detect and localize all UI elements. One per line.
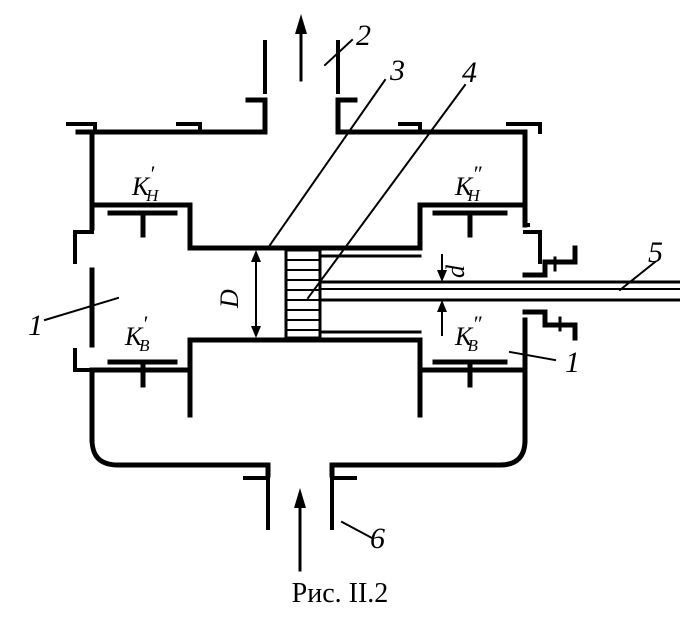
piston bbox=[284, 248, 322, 340]
cylinder bbox=[187, 245, 423, 343]
discharge-arrow-icon bbox=[295, 14, 307, 82]
valve-label-left-top: K′H bbox=[131, 161, 160, 205]
valve-label-right-bottom: K″B bbox=[454, 311, 482, 355]
figure-caption: Рис. II.2 bbox=[291, 578, 389, 609]
suction-arrow-icon bbox=[294, 488, 306, 572]
svg-text:K″H: K″H bbox=[454, 161, 482, 205]
svg-text:K′H: K′H bbox=[131, 161, 160, 205]
svg-text:K″B: K″B bbox=[454, 311, 482, 355]
label-1-right: 1 bbox=[565, 346, 580, 379]
dimension-D bbox=[251, 250, 261, 338]
valve-label-right-top: K″H bbox=[454, 161, 482, 205]
label-1-left: 1 bbox=[28, 309, 43, 342]
label-5: 5 bbox=[648, 236, 663, 269]
label-6: 6 bbox=[370, 522, 385, 555]
valve-left-bottom bbox=[107, 359, 178, 388]
label-3: 3 bbox=[389, 54, 405, 87]
label-d: d bbox=[441, 264, 470, 278]
label-4: 4 bbox=[462, 56, 477, 89]
label-2: 2 bbox=[356, 19, 371, 52]
housing bbox=[66, 40, 542, 530]
valve-right-bottom bbox=[432, 359, 508, 388]
dimension-d bbox=[437, 254, 447, 336]
stuffing-box bbox=[522, 245, 578, 341]
label-D: D bbox=[215, 289, 244, 309]
valve-left-top bbox=[107, 210, 178, 238]
leader-lines bbox=[43, 38, 657, 540]
valve-label-left-bottom: K′B bbox=[124, 311, 150, 355]
valve-right-top bbox=[432, 210, 508, 238]
svg-text:K′B: K′B bbox=[124, 311, 150, 355]
